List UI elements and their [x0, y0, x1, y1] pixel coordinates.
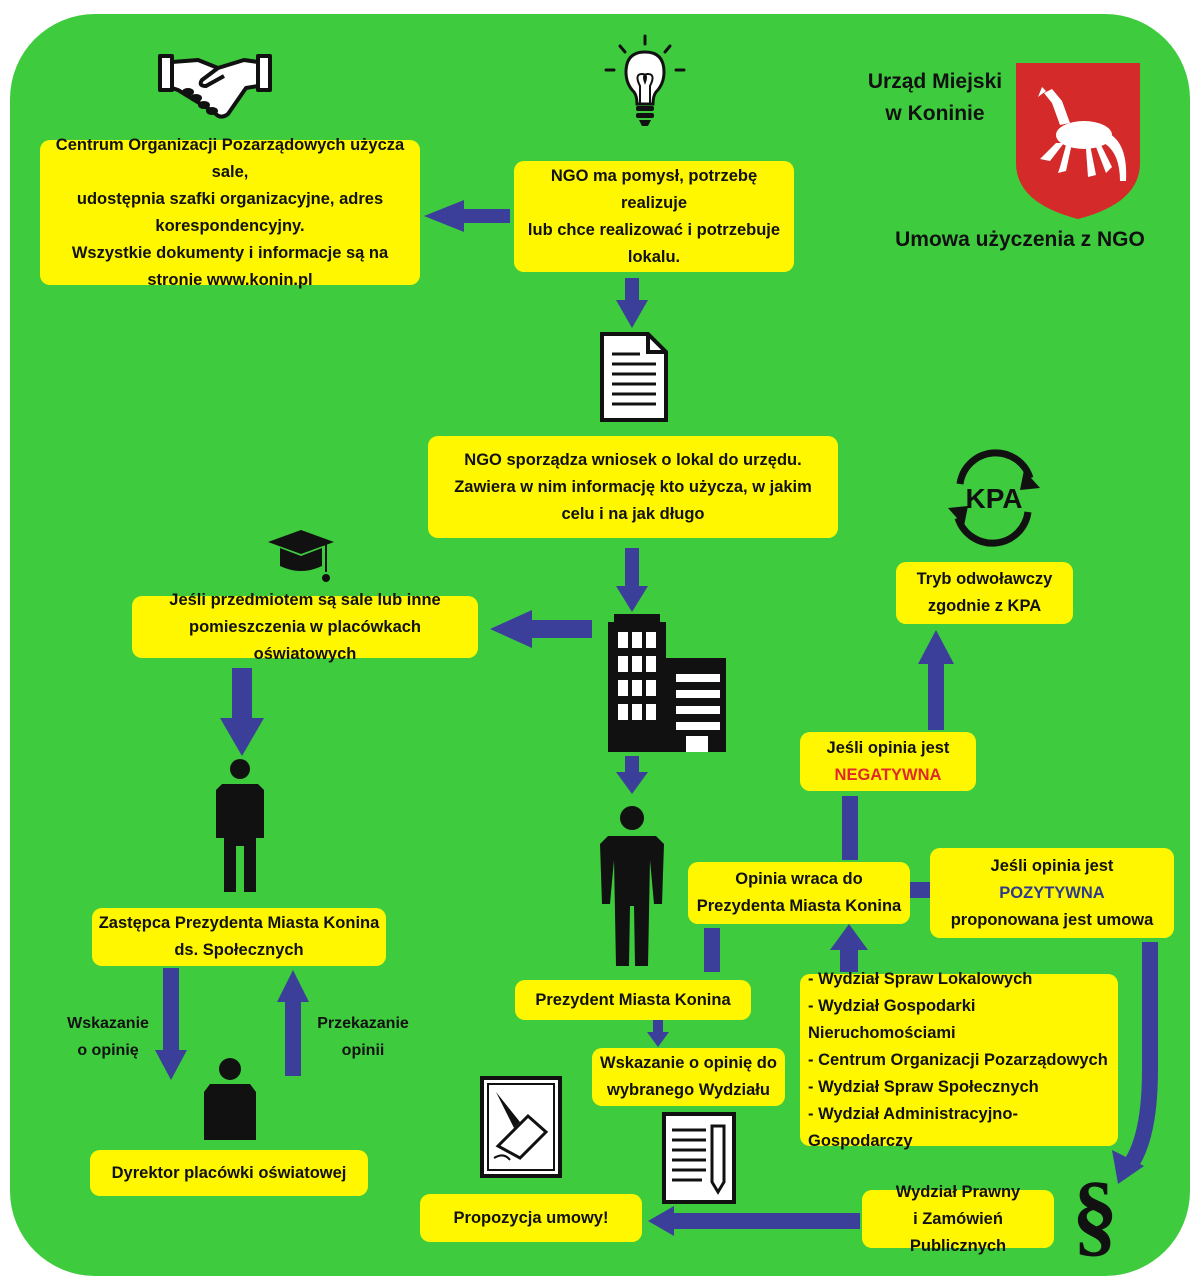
node-text: Opinia wraca do: [735, 870, 863, 888]
node-departments: - Wydział Spraw Lokalowych - Wydział Gos…: [800, 970, 1118, 1150]
node-president: Prezydent Miasta Konina: [515, 980, 751, 1020]
person-icon: [216, 759, 264, 892]
department-item: - Centrum Organizacji Pozarządowych: [808, 1050, 1108, 1069]
handshake-icon: [158, 54, 272, 119]
kpa-cycle-icon: KPA: [948, 449, 1040, 547]
node-text: Jeśli opinia jest: [826, 738, 950, 757]
label-text: Przekazanie: [317, 1015, 409, 1032]
document-icon: [600, 332, 668, 422]
office-building-icon: [608, 614, 726, 752]
node-text: Jeśli opinia jest: [990, 856, 1114, 875]
node-text: Prezydent Miasta Konina: [535, 990, 731, 1009]
node-text: Wydział Prawny: [895, 1182, 1021, 1201]
node-deputy-president: Zastępca Prezydenta Miasta Konina ds. Sp…: [92, 908, 386, 966]
office-name-line1: Urząd Miejski: [867, 70, 1003, 93]
department-item: - Wydział Gospodarki Nieruchomościami: [808, 996, 976, 1042]
node-school-rooms: Jeśli przedmiotem są sale lub inne pomie…: [132, 591, 478, 663]
node-text: Wszystkie dokumenty i informacje są na: [71, 243, 389, 262]
label-text: opinii: [341, 1042, 385, 1059]
node-text: stronie www.konin.pl: [147, 270, 313, 289]
lightbulb-icon: [604, 34, 686, 126]
node-text: Propozycja umowy!: [453, 1208, 609, 1227]
office-name: Urząd Miejski w Koninie: [850, 66, 1020, 130]
node-opinion-request: Wskazanie o opinię do wybranego Wydziału: [592, 1048, 785, 1106]
kpa-label: KPA: [965, 483, 1022, 514]
notepad-pencil-icon: [662, 1112, 736, 1204]
node-text: zgodnie z KPA: [927, 597, 1042, 615]
department-item: - Wydział Spraw Lokalowych: [808, 969, 1033, 988]
person-icon: [600, 806, 664, 966]
department-item: - Wydział Administracyjno-Gospodarczy: [808, 1104, 1018, 1150]
paragraph-icon: §: [1072, 1163, 1118, 1265]
coat-of-arms-icon: [1016, 63, 1140, 219]
node-text: wybranego Wydziału: [607, 1081, 770, 1099]
node-text: Dyrektor placówki oświatowej: [111, 1163, 347, 1182]
node-application: NGO sporządza wniosek o lokal do urzędu.…: [428, 436, 838, 538]
node-cop-info: Centrum Organizacji Pozarządowych użycza…: [40, 136, 420, 289]
node-negative: Jeśli opinia jest NEGATYWNA: [800, 732, 976, 791]
department-item: - Wydział Spraw Społecznych: [808, 1077, 1039, 1096]
page-subtitle: Umowa użyczenia z NGO: [895, 228, 1145, 251]
node-text: korespondencyjny.: [155, 216, 305, 235]
node-text: i Zamówień Publicznych: [909, 1209, 1007, 1255]
node-text: Zawiera w nim informację kto użycza, w j…: [454, 477, 812, 496]
node-appeal: Tryb odwoławczy zgodnie z KPA: [896, 562, 1073, 624]
pass-opinion-label: Przekazanie opinii: [304, 1010, 422, 1064]
node-opinion-returns: Opinia wraca do Prezydenta Miasta Konina: [688, 862, 910, 924]
negative-keyword: NEGATYWNA: [834, 765, 942, 784]
node-positive: Jeśli opinia jest POZYTYWNA proponowana …: [930, 848, 1174, 938]
label-text: Wskazanie: [67, 1015, 149, 1032]
node-ngo-idea: NGO ma pomysł, potrzebę realizuje lub ch…: [514, 161, 794, 272]
node-text: Tryb odwoławczy: [916, 570, 1053, 588]
signing-icon: [480, 1076, 562, 1178]
node-legal-dept: Wydział Prawny i Zamówień Publicznych: [862, 1183, 1054, 1255]
node-text: Wskazanie o opinię do: [600, 1054, 777, 1072]
label-text: o opinię: [77, 1042, 139, 1059]
office-name-line2: w Koninie: [885, 102, 985, 125]
person-icon: [204, 1058, 256, 1140]
node-text: udostępnia szafki organizacyjne, adres: [76, 189, 384, 208]
node-text: Zastępca Prezydenta Miasta Konina: [98, 914, 380, 932]
node-contract-proposal: Propozycja umowy!: [420, 1194, 642, 1242]
node-text: celu i na jak długo: [561, 504, 705, 523]
node-text: NGO sporządza wniosek o lokal do urzędu.: [464, 450, 802, 469]
ask-opinion-label: Wskazanie o opinię: [52, 1010, 164, 1064]
node-text: Centrum Organizacji Pozarządowych użycza…: [55, 135, 405, 181]
node-text: pomieszczenia w placówkach oświatowych: [189, 617, 421, 663]
node-text: proponowana jest umowa: [950, 910, 1154, 929]
node-school-director: Dyrektor placówki oświatowej: [90, 1150, 368, 1196]
node-text: NGO ma pomysł, potrzebę realizuje: [550, 166, 758, 212]
positive-keyword: POZYTYWNA: [999, 883, 1105, 902]
graduation-cap-icon: [268, 530, 334, 582]
node-text: ds. Społecznych: [174, 941, 304, 959]
node-text: lokalu.: [627, 247, 681, 266]
node-text: lub chce realizować i potrzebuje: [527, 220, 781, 239]
node-text: Prezydenta Miasta Konina: [696, 897, 902, 915]
node-text: Jeśli przedmiotem są sale lub inne: [169, 590, 441, 609]
